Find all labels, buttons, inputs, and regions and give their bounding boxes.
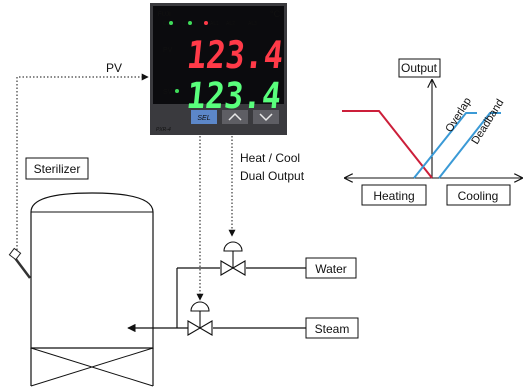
output-label-box [398,58,441,78]
al1-led [204,21,208,25]
sv-led [175,89,179,93]
model-label: PXR-4 [156,127,171,133]
cooling-label-box [446,184,511,206]
pv-tag: PV [163,47,173,54]
pv-signal-line [16,73,149,250]
chevron-up-icon [228,112,242,121]
heating-output-curve [342,110,433,179]
sv-tag: SV [163,89,173,96]
pv-signal-label: PV [106,61,122,75]
c2-label: C2 [182,21,189,27]
c2-led [188,21,192,25]
thermometer-icon [8,247,31,279]
water-valve-icon[interactable] [220,241,246,276]
steam-label-box [305,317,359,339]
al1-label: AL1 [210,21,219,27]
output-label: Output [401,61,438,75]
sel-key-label: SEL [197,115,210,122]
sv-display-value: 123.4 [185,75,283,117]
water-label: Water [315,262,347,276]
sterilizer-vessel [30,192,154,387]
temperature-controller: FUJI °C C1 C2 AL1 AL2 AL3 PV 123.4 SV 12… [150,3,287,135]
sel-key[interactable] [191,110,217,124]
chevron-down-icon [259,113,273,122]
c1-label: C1 [163,21,170,27]
heat-cool-graph: Output Heating Cooling Overlap Deadband [342,58,522,206]
cooling-output-curve-overlap [413,112,477,179]
cooling-label: Cooling [458,189,499,203]
heat-cool-label-line1: Heat / Cool [240,151,300,165]
steam-label: Steam [315,322,350,336]
down-key[interactable] [253,110,279,124]
al3-label: AL3 [248,21,257,27]
overlap-label: Overlap [443,96,474,135]
pv-display-value: 123.4 [185,33,286,77]
heating-label-box [361,184,427,206]
brand-logo: FUJI [158,12,171,18]
al2-label: AL2 [226,21,235,27]
c1-led [169,21,173,25]
unit-label: °C [270,9,281,19]
steam-valve-icon[interactable] [187,301,213,336]
water-label-box [305,257,357,279]
sterilizer-label: Sterilizer [34,162,81,176]
deadband-label: Deadband [469,97,506,146]
controller-display [153,6,284,104]
up-key[interactable] [222,110,248,124]
cooling-output-curve-deadband [438,112,501,179]
sterilizer-label-box [25,157,89,180]
heating-label: Heating [373,189,414,203]
status-indicators: C1 C2 AL1 AL2 AL3 [163,21,257,27]
heat-cool-label-line2: Dual Output [240,169,305,183]
